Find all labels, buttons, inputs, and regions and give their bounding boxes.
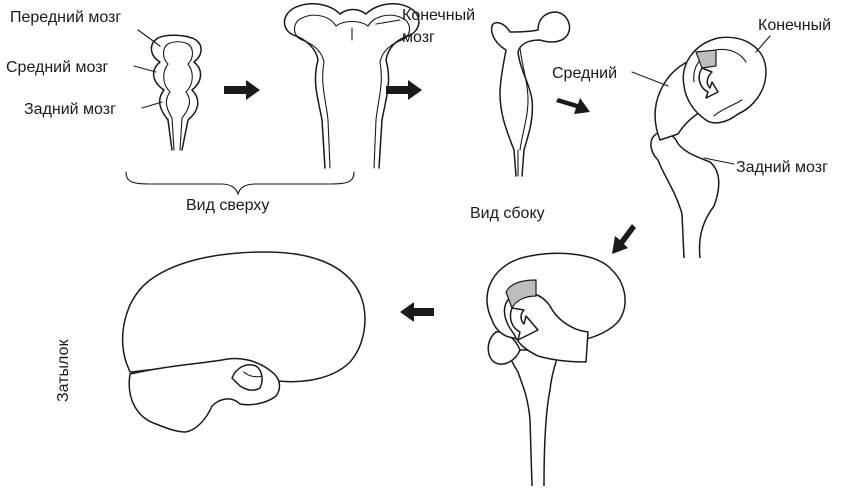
telencephalon-outline-top — [283, 2, 420, 169]
pointer-midbrain — [133, 65, 157, 73]
stage5-rotation-band — [505, 279, 537, 310]
stage-2-five-vesicles — [283, 2, 420, 169]
top-view-brace — [125, 171, 355, 196]
pointer-midbrain-side — [631, 71, 669, 87]
stage-4-side-view — [650, 36, 767, 259]
label-hindbrain-side: Задний мозг — [736, 159, 828, 176]
arrow-stage4-to-stage5 — [612, 224, 636, 254]
label-telencephalon-top: Конечный — [402, 7, 475, 24]
stage-5-side-view — [486, 252, 626, 487]
label-forebrain: Передний мозг — [10, 9, 121, 26]
side-view-outline — [490, 11, 571, 177]
arrow-stage1-to-stage2 — [224, 80, 260, 100]
pointer-telencephalon-side — [755, 35, 771, 53]
stage5-brainstem — [508, 349, 561, 487]
label-telencephalon-side: Конечный — [758, 17, 831, 34]
telencephalon-inner-top — [293, 14, 411, 169]
pointer-telencephalon-top — [375, 19, 401, 25]
stage4-hindbrain-tube — [650, 131, 720, 259]
stage4-rotation-band — [695, 49, 717, 69]
label-hindbrain: Задний мозг — [24, 101, 116, 118]
stage-3-side-view — [490, 11, 571, 177]
stage6-brainstem-notch — [231, 364, 263, 391]
label-midbrain-side: Средний — [552, 65, 617, 82]
pointer-forebrain — [137, 29, 161, 47]
stage4-telencephalon — [682, 36, 767, 124]
label-telencephalon-top-2: мозг — [402, 29, 435, 46]
side-view-inner — [517, 47, 529, 177]
stage6-detail-line — [243, 371, 263, 378]
label-top-view: Вид сверху — [186, 197, 269, 214]
stage-1-three-vesicles — [150, 34, 202, 151]
pointer-hindbrain-side — [703, 157, 735, 165]
vesicle-inner-outline — [162, 41, 194, 151]
stage-6-mature-brain — [121, 251, 366, 433]
arrow-stage3-to-stage4 — [556, 98, 590, 114]
arrow-stage5-to-stage6 — [400, 302, 434, 322]
vesicle-outer-outline — [150, 34, 202, 151]
pointer-hindbrain — [141, 101, 163, 109]
stage5-rotation-arrow — [509, 307, 539, 341]
stage4-rotation-arrow — [698, 67, 719, 99]
label-side-view: Вид сбоку — [470, 205, 545, 222]
arrow-stage2-to-stage3 — [386, 80, 422, 100]
label-midbrain: Средний мозг — [6, 59, 109, 76]
label-occiput: Затылок — [55, 339, 72, 402]
